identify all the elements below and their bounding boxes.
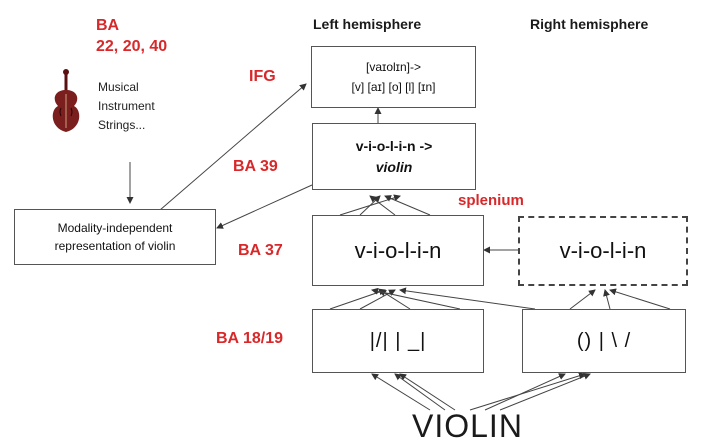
ba1819-left-box: |/| | _| xyxy=(312,309,484,373)
phonology-line-1: [vaɪolɪn]-> xyxy=(366,60,421,74)
ba1819-left-features: |/| | _| xyxy=(369,329,427,352)
ba37-right-box: v-i-o-l-i-n xyxy=(518,216,688,286)
phonology-line-2: [v] [aɪ] [o] [l] [ɪn] xyxy=(351,80,436,94)
ba37-left-text: v-i-o-l-i-n xyxy=(354,237,442,263)
ba39-box: v-i-o-l-i-n -> violin xyxy=(312,123,476,190)
splenium-label: splenium xyxy=(458,192,524,209)
ba1819-right-box: () | \ / xyxy=(522,309,686,373)
ba39-label: BA 39 xyxy=(233,158,278,175)
semantic-item: Strings... xyxy=(98,118,146,132)
ba-label: BA xyxy=(96,17,120,34)
semantic-feature-list: Musical Instrument Strings... xyxy=(98,78,155,135)
modality-independent-box: Modality-independent representation of v… xyxy=(14,209,216,265)
right-hemisphere-heading: Right hemisphere xyxy=(530,16,649,32)
ba1819-label: BA 18/19 xyxy=(216,330,283,347)
ba-semantic-area-label: BA 22, 20, 40 xyxy=(96,15,167,57)
ba37-left-box: v-i-o-l-i-n xyxy=(312,215,484,286)
ba39-word: violin xyxy=(375,158,413,175)
ifg-label: IFG xyxy=(249,68,276,85)
phonology-box: [vaɪolɪn]-> [v] [aɪ] [o] [l] [ɪn] xyxy=(311,46,476,108)
ba-numbers: 22, 20, 40 xyxy=(96,38,168,55)
ba37-label: BA 37 xyxy=(238,242,283,259)
semantic-item: Musical xyxy=(98,80,139,94)
semantic-item: Instrument xyxy=(98,99,155,113)
ba37-right-text: v-i-o-l-i-n xyxy=(559,238,647,263)
modality-independent-text: Modality-independent representation of v… xyxy=(54,221,176,253)
stimulus-word: VIOLIN xyxy=(412,408,523,444)
violin-icon xyxy=(52,69,80,132)
left-hemisphere-heading: Left hemisphere xyxy=(313,16,422,32)
ba39-letter-sequence: v-i-o-l-i-n -> xyxy=(355,137,433,154)
ba1819-right-features: () | \ / xyxy=(576,329,632,352)
